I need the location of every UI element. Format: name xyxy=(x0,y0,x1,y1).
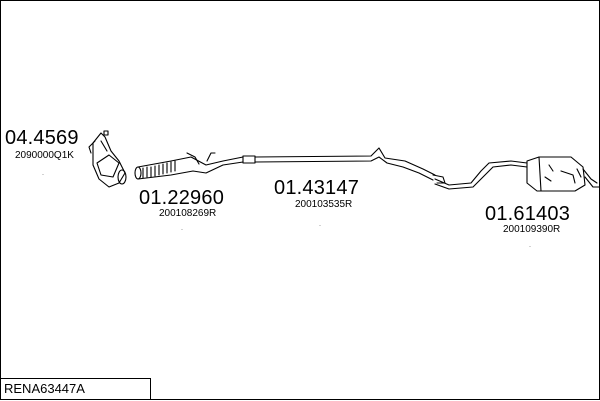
ref-code-middle-pipe: 200103535R xyxy=(295,199,353,210)
part-number-catalyst: 04.4569 xyxy=(5,127,79,149)
diagram-code-label: RENA63447A xyxy=(1,378,151,399)
ref-code-front-pipe: 200108269R xyxy=(159,208,217,219)
leader-dot: · xyxy=(529,244,531,250)
middle-pipe-part xyxy=(254,147,446,184)
ref-code-rear-muffler: 200109390R xyxy=(503,224,561,235)
part-number-front-pipe: 01.22960 xyxy=(139,187,225,209)
part-number-middle-pipe: 01.43147 xyxy=(274,177,360,199)
catalytic-converter-part xyxy=(88,130,127,188)
leader-dot: · xyxy=(319,223,321,229)
front-pipe-part xyxy=(134,152,256,180)
leader-dot: · xyxy=(181,227,183,233)
leader-dot: · xyxy=(42,172,44,178)
ref-code-catalyst: 2090000Q1K xyxy=(15,150,74,161)
part-number-rear-muffler: 01.61403 xyxy=(485,203,571,225)
rear-muffler-part xyxy=(434,156,600,192)
